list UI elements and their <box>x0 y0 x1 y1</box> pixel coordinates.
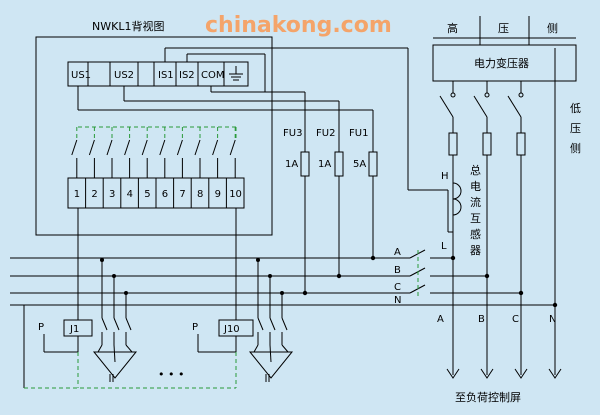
bottom-terminal-1: 1 <box>74 189 80 200</box>
watermark: chinakong.com <box>205 13 392 38</box>
lv-char-2: 压 <box>570 122 581 135</box>
bottom-terminal-4: 4 <box>127 189 133 200</box>
fuse-fu3 <box>300 151 310 177</box>
bottom-terminal-3: 3 <box>109 189 115 200</box>
lv-char-1: 低 <box>570 102 581 115</box>
cap-j10-label: J10 <box>223 324 240 335</box>
top-terminal-wires <box>77 47 448 191</box>
arrow-c-icon <box>514 368 528 379</box>
arrow-a-icon <box>446 368 460 379</box>
ground-icon <box>229 66 243 81</box>
ct-l: L <box>441 241 447 252</box>
fuses: FU3 FU2 FU1 1A 1A 5A <box>283 128 378 293</box>
ellipsis: • • • <box>158 368 184 381</box>
capacitor-group-1: J1 P <box>23 208 138 388</box>
terminal-is2: IS2 <box>179 70 195 81</box>
contact-8 <box>194 139 201 156</box>
capacitor-delta-icon <box>92 351 138 379</box>
out-c-label: C <box>512 314 519 325</box>
terminal-us1: US1 <box>71 70 91 81</box>
hv-char-1: 高 <box>447 21 458 35</box>
ct-char-3: 流 <box>470 195 481 209</box>
hv-char-2: 压 <box>498 22 509 35</box>
bus-b-label: B <box>394 265 401 276</box>
bus-n-label: N <box>394 295 401 306</box>
ct-h: H <box>441 171 449 182</box>
contact-10 <box>229 139 236 156</box>
contact-9 <box>212 139 219 156</box>
out-a-label: A <box>437 314 444 325</box>
terminal-us2: US2 <box>114 70 134 81</box>
capacitor-group-2: J10 P <box>192 208 294 382</box>
terminal-is1: IS1 <box>158 70 174 81</box>
bus-a-label: A <box>394 247 401 258</box>
relay-title: NWKL1背视图 <box>92 19 164 33</box>
hv-char-3: 侧 <box>547 22 558 35</box>
bottom-terminal-9: 9 <box>215 189 221 200</box>
fuse-fu2-label: FU2 <box>316 128 335 139</box>
fuse-fu1-label: FU1 <box>349 128 368 139</box>
contact-7 <box>176 139 183 156</box>
p-label-1: P <box>38 322 44 333</box>
load-label: 至负荷控制屏 <box>455 390 521 404</box>
transformer-box <box>432 44 577 82</box>
ct-char-6: 器 <box>470 244 481 257</box>
contact-1 <box>71 139 78 156</box>
contact-6 <box>159 139 166 156</box>
bus-c-label: C <box>394 282 401 293</box>
bottom-terminal-6: 6 <box>162 189 168 200</box>
fuse-fu1 <box>368 151 378 177</box>
arrow-b-icon <box>480 368 494 379</box>
ct-char-4: 互 <box>470 212 481 225</box>
bottom-terminal-2: 2 <box>91 189 97 200</box>
transformer-label: 电力变压器 <box>474 56 529 70</box>
cap-j1-label: J1 <box>69 324 79 335</box>
p-label-2: P <box>192 322 198 333</box>
output-contacts <box>71 126 237 178</box>
fuse-fu3-label: FU3 <box>283 128 302 139</box>
bottom-terminal-10: 10 <box>229 189 242 200</box>
ct-char-1: 总 <box>470 163 481 177</box>
contact-3 <box>106 139 113 156</box>
bottom-terminal-7: 7 <box>179 189 185 200</box>
capacitor-delta-icon <box>248 351 294 379</box>
bottom-terminal-8: 8 <box>197 189 203 200</box>
arrow-n-icon <box>548 368 562 379</box>
current-transformer: H L 总 电 流 互 感 器 <box>441 163 481 257</box>
contact-2 <box>88 139 95 156</box>
lv-char-3: 侧 <box>570 142 581 155</box>
fuse-fu2 <box>334 151 344 177</box>
contact-4 <box>124 139 131 156</box>
out-b-label: B <box>478 314 485 325</box>
relay-box <box>35 36 273 236</box>
ct-coil-icon <box>452 182 462 216</box>
ct-char-5: 感 <box>470 228 481 241</box>
fuse-fu1-rating: 5A <box>353 159 366 170</box>
fuse-fu3-rating: 1A <box>285 159 298 170</box>
ct-char-2: 电 <box>470 180 481 193</box>
top-terminal-strip: US1 US2 IS1 IS2 COM <box>67 61 249 87</box>
bottom-terminal-5: 5 <box>144 189 150 200</box>
terminal-com: COM <box>201 70 224 81</box>
lv-outputs <box>439 48 556 375</box>
fuse-fu2-rating: 1A <box>318 159 331 170</box>
contact-5 <box>141 139 148 156</box>
out-n-label: N <box>549 314 556 325</box>
